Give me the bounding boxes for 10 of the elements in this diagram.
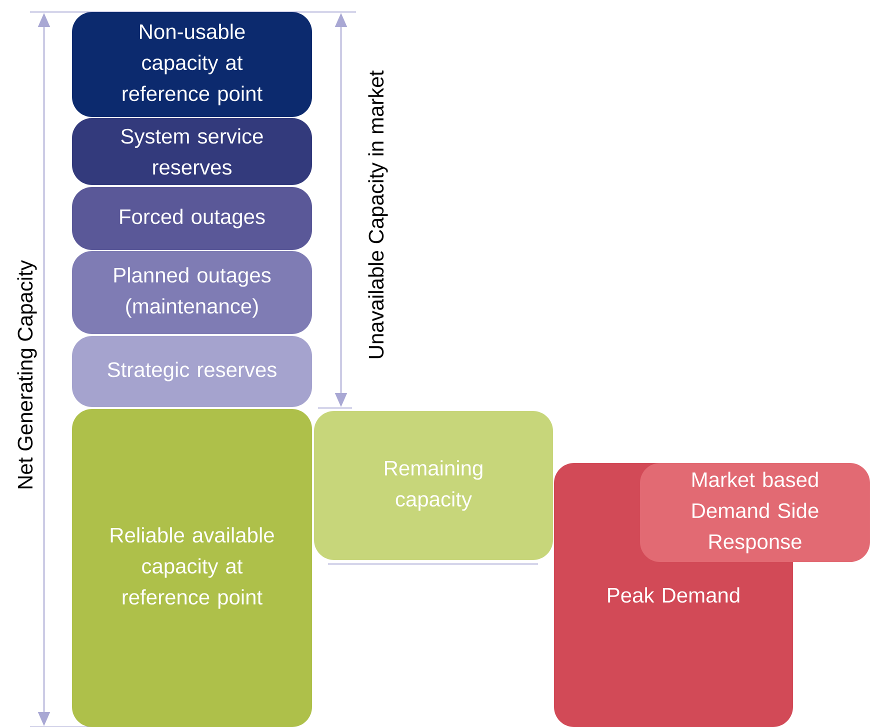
process-box: Reliable available capacity at reference point (72, 409, 312, 727)
process-box: Market based Demand Side Response (640, 463, 870, 562)
process-box: Planned outages (maintenance) (72, 251, 312, 334)
process-box: System service reserves (72, 118, 312, 185)
process-box: Non-usable capacity at reference point (72, 12, 312, 117)
process-box: Forced outages (72, 187, 312, 250)
process-box: Remaining capacity (314, 411, 553, 560)
process-box: Strategic reserves (72, 336, 312, 407)
dimension-label: Unavailable Capacity in market (368, 70, 388, 358)
dimension-label: Net Generating Capacity (17, 260, 37, 488)
